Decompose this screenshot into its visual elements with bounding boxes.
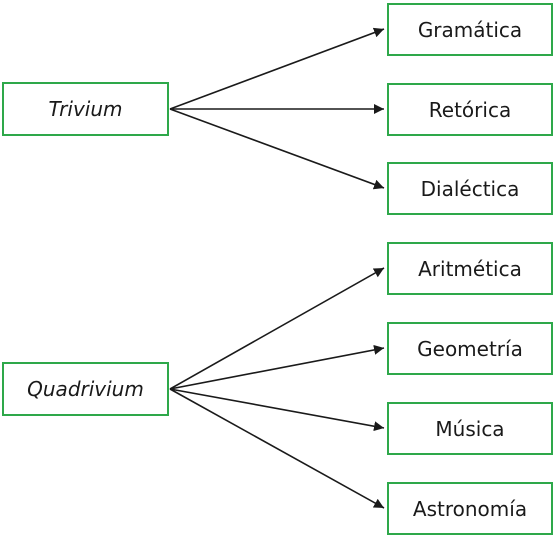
aritmetica-label: Aritmética	[418, 256, 522, 281]
astronomia-label: Astronomía	[412, 496, 528, 521]
dialectica-label: Dialéctica	[420, 176, 520, 201]
arrow-trivium-to-dialectica	[169, 108, 385, 190]
arrow-quadrivium-to-musica	[169, 388, 385, 432]
arrow-quadrivium-to-astronomia	[169, 388, 385, 509]
geometria-box: Geometría	[387, 322, 553, 375]
aritmetica-box: Aritmética	[387, 242, 553, 295]
dialectica-box: Dialéctica	[387, 162, 553, 215]
arrow-quadrivium-to-geometria	[169, 344, 385, 390]
musica-label: Música	[435, 416, 505, 441]
quadrivium-label: Quadrivium	[27, 377, 144, 401]
gramatica-box: Gramática	[387, 3, 553, 56]
arrow-trivium-to-gramatica	[169, 27, 385, 110]
astronomia-box: Astronomía	[387, 482, 553, 535]
geometria-label: Geometría	[417, 336, 523, 361]
musica-box: Música	[387, 402, 553, 455]
trivium-box: Trivium	[2, 82, 169, 136]
gramatica-label: Gramática	[417, 17, 523, 42]
trivium-label: Trivium	[48, 97, 123, 121]
retorica-box: Retórica	[387, 83, 553, 136]
quadrivium-box: Quadrivium	[2, 362, 169, 416]
arrow-quadrivium-to-aritmetica	[169, 267, 385, 390]
retorica-label: Retórica	[428, 97, 512, 122]
